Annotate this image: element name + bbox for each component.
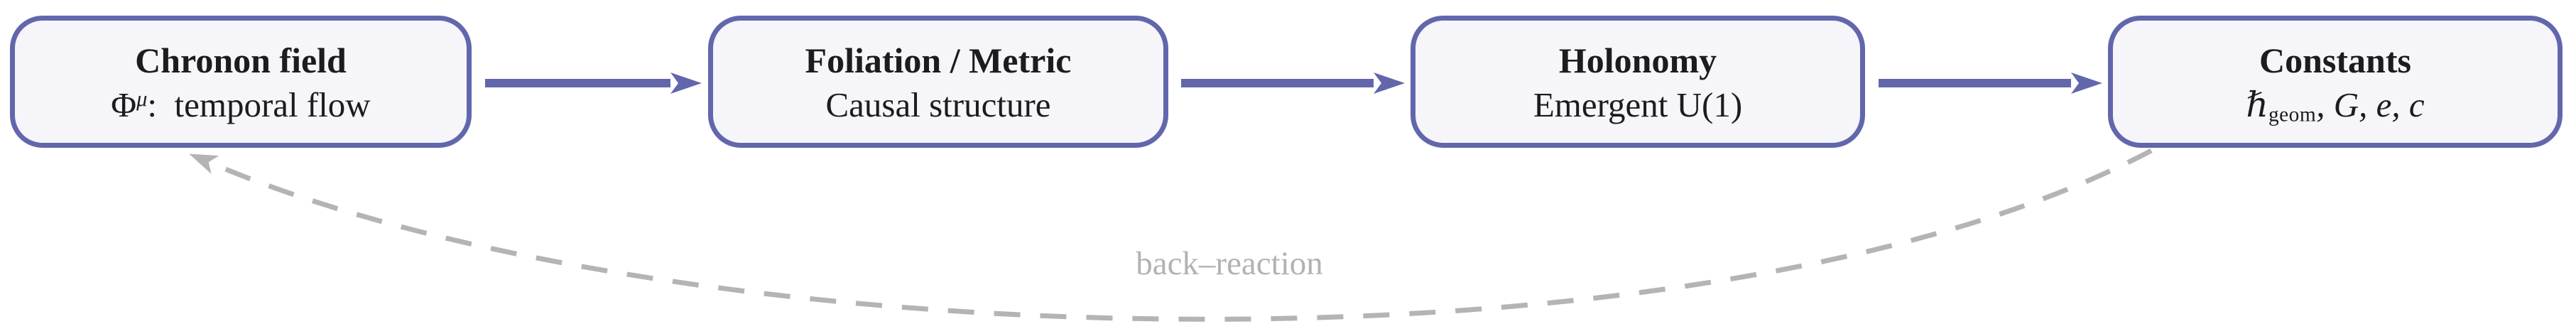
subtitle-text: Emergent U(1) [1533,85,1743,124]
phi-symbol: Φ [111,85,137,124]
node-constants: Constants ℏgeom, G, e, c [2108,16,2563,148]
node-title: Chronon field [135,40,347,80]
back-reaction-arrow [189,148,2153,322]
node-subtitle: ℏgeom, G, e, c [2246,82,2424,128]
back-reaction-label: back–reaction [1136,245,1323,282]
node-subtitle: Causal structure [825,82,1050,128]
node-chronon-field: Chronon field Φμ: temporal flow [10,16,472,148]
subtitle-text: Causal structure [825,85,1051,124]
node-subtitle: Emergent U(1) [1533,82,1742,128]
subtitle-text: : temporal flow [147,85,371,124]
node-title: Constants [2259,40,2411,80]
node-subtitle: Φμ: temporal flow [111,82,370,128]
subtitle-text: , G, e, c [2316,85,2425,124]
node-title: Foliation / Metric [805,40,1072,80]
node-title: Holonomy [1558,40,1717,80]
geom-subscript: geom [2268,102,2317,126]
mu-superscript: μ [136,86,148,111]
node-holonomy: Holonomy Emergent U(1) [1411,16,1865,148]
node-foliation-metric: Foliation / Metric Causal structure [708,16,1168,148]
hbar-symbol: ℏ [2246,85,2268,124]
